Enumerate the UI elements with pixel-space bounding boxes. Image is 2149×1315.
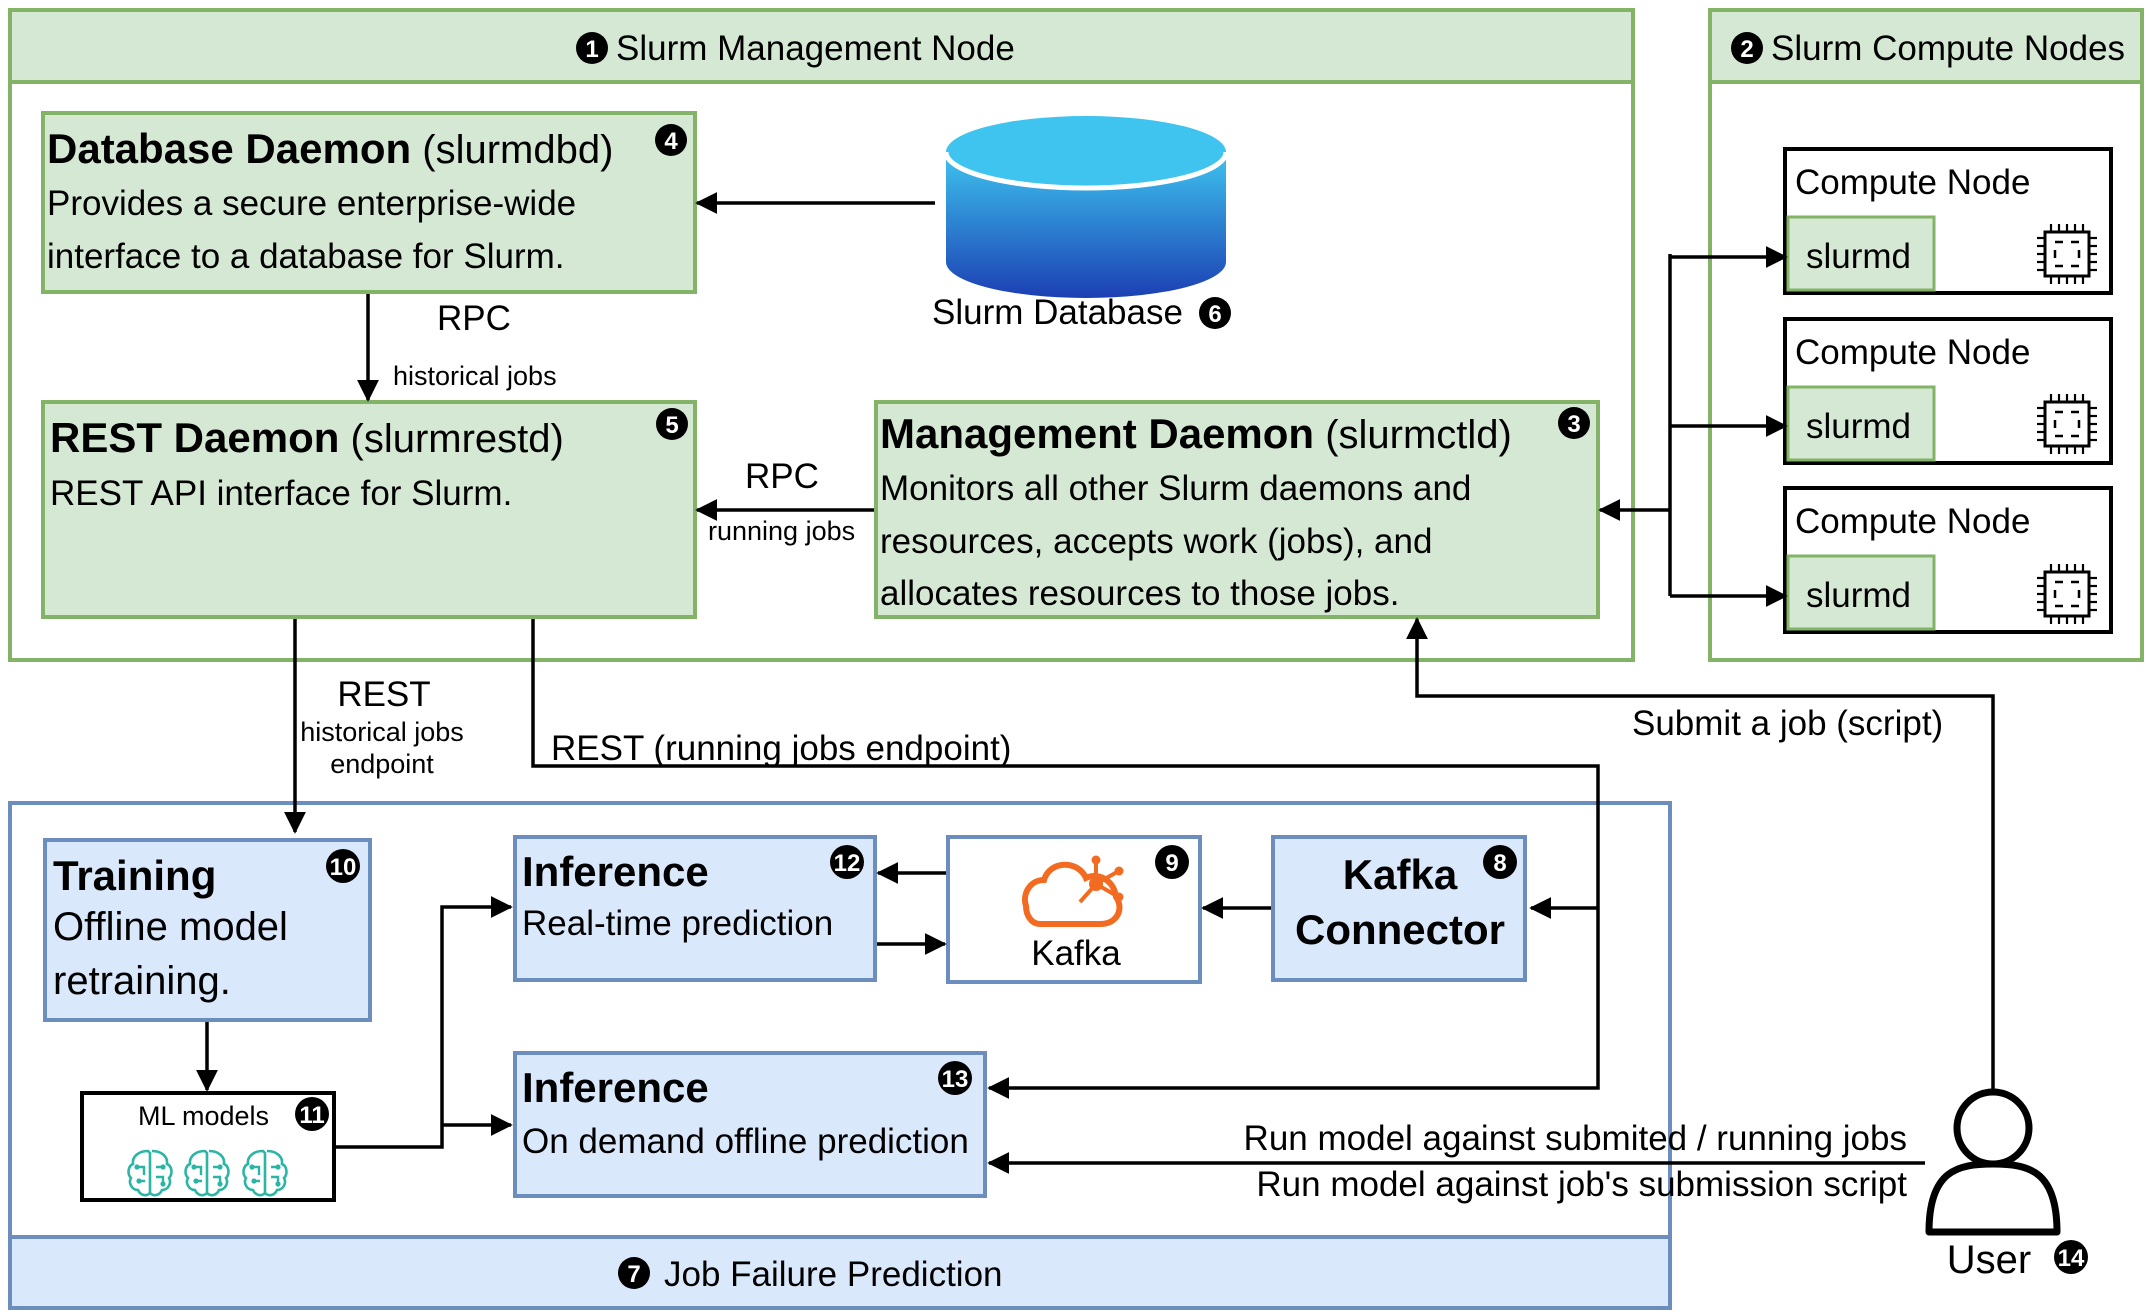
- management-daemon-desc-1: Monitors all other Slurm daemons and: [880, 469, 1471, 508]
- edge-label-historical-endpoint-2: endpoint: [330, 749, 434, 779]
- edge-label-rpc-running: RPC: [745, 457, 819, 496]
- numbered-badge: 5: [656, 408, 688, 440]
- svg-text:Management Daemon (slurmctld): Management Daemon (slurmctld): [880, 410, 1512, 457]
- svg-text:13: 13: [942, 1066, 969, 1093]
- numbered-badge: 3: [1558, 407, 1590, 439]
- ml-models-box: ML models 11: [80, 1091, 336, 1202]
- svg-text:9: 9: [1165, 850, 1178, 877]
- svg-text:10: 10: [330, 854, 357, 881]
- kafka-connector-title-2: Connector: [1295, 906, 1505, 953]
- numbered-badge: 8: [1483, 845, 1517, 879]
- numbered-badge: 10: [326, 849, 360, 883]
- edge-models-to-inference: [336, 896, 513, 1149]
- edge-label-run-model-1: Run model against submited / running job…: [1244, 1119, 1907, 1158]
- edge-label-rpc-historical: RPC: [437, 299, 511, 338]
- slurm-database: Slurm Database 6: [932, 116, 1231, 332]
- svg-text:4: 4: [664, 128, 678, 155]
- user-label: User: [1947, 1238, 2031, 1282]
- database-daemon-desc-2: interface to a database for Slurm.: [47, 237, 565, 276]
- rest-daemon-box: REST Daemon (slurmrestd) 5 REST API inte…: [41, 400, 697, 619]
- kafka-box: Kafka 9: [946, 835, 1202, 984]
- user-icon: [1925, 1088, 2061, 1236]
- kafka-label: Kafka: [1031, 934, 1121, 973]
- rest-daemon-desc: REST API interface for Slurm.: [50, 474, 512, 513]
- kafka-cloud-icon: [1022, 855, 1124, 927]
- slurm-database-label: Slurm Database: [932, 293, 1183, 332]
- svg-text:5: 5: [665, 412, 678, 439]
- edge-compute-to-ctld: [1598, 246, 1788, 607]
- inference-realtime-title: Inference: [522, 848, 709, 895]
- database-daemon-box: Database Daemon (slurmdbd) 4 Provides a …: [41, 111, 697, 294]
- svg-text:REST Daemon (slurmrestd): REST Daemon (slurmrestd): [50, 414, 564, 461]
- compute-node: Compute Node slurmd: [1783, 317, 2113, 465]
- training-box: Training 10 Offline model retraining.: [43, 838, 372, 1022]
- job-failure-title: Job Failure Prediction: [664, 1255, 1003, 1294]
- compute-node-label: Compute Node: [1795, 333, 2030, 372]
- svg-text:7: 7: [627, 1261, 640, 1288]
- compute-node-label: Compute Node: [1795, 163, 2030, 202]
- database-daemon-title: Database Daemon: [47, 125, 411, 172]
- management-daemon-desc-3: allocates resources to those jobs.: [880, 574, 1399, 613]
- numbered-badge: 13: [938, 1061, 972, 1095]
- edge-restd-running-endpoint: [531, 619, 1600, 1099]
- compute-node: Compute Node slurmd: [1783, 486, 2113, 634]
- user: User 14: [1925, 1088, 2088, 1282]
- edge-label-historical-endpoint-1: historical jobs: [300, 717, 464, 747]
- kafka-connector-box: Kafka Connector 8: [1271, 835, 1527, 982]
- svg-text:1: 1: [585, 36, 598, 63]
- management-daemon-box: Management Daemon (slurmctld) 3 Monitors…: [874, 400, 1600, 619]
- training-title: Training: [53, 852, 216, 899]
- edge-label-rest: REST: [337, 675, 430, 714]
- svg-text:11: 11: [299, 1102, 324, 1129]
- management-daemon-title: Management Daemon: [880, 410, 1314, 457]
- svg-text:Database Daemon (slurmdbd): Database Daemon (slurmdbd): [47, 125, 613, 172]
- kafka-connector-title-1: Kafka: [1343, 851, 1458, 898]
- svg-text:2: 2: [1740, 36, 1753, 63]
- compute-node: Compute Node slurmd: [1783, 147, 2113, 295]
- svg-text:8: 8: [1493, 850, 1506, 877]
- inference-realtime-box: Inference 12 Real-time prediction: [513, 835, 877, 982]
- edge-user-submit: [1406, 617, 1995, 1093]
- database-daemon-desc-1: Provides a secure enterprise-wide: [47, 184, 576, 223]
- compute-node-label: Compute Node: [1795, 502, 2030, 541]
- svg-text:14: 14: [2058, 1245, 2085, 1272]
- training-desc-2: retraining.: [53, 959, 231, 1003]
- numbered-badge: 1: [576, 32, 608, 64]
- edge-label-rest-running: REST (running jobs endpoint): [551, 729, 1011, 768]
- svg-text:3: 3: [1567, 411, 1580, 438]
- edge-label-running-jobs: running jobs: [708, 516, 855, 546]
- svg-text:6: 6: [1208, 301, 1221, 328]
- numbered-badge: 2: [1731, 32, 1763, 64]
- numbered-badge: 14: [2054, 1240, 2088, 1274]
- slurmd-label: slurmd: [1806, 237, 1911, 276]
- database-icon: [943, 116, 1229, 298]
- numbered-badge: 12: [830, 845, 864, 879]
- inference-ondemand-box: Inference 13 On demand offline predictio…: [513, 1051, 987, 1198]
- rest-daemon-title: REST Daemon: [50, 414, 339, 461]
- edge-label-historical-jobs: historical jobs: [393, 361, 557, 391]
- ml-models-label: ML models: [138, 1101, 269, 1131]
- management-node-title: Slurm Management Node: [616, 29, 1015, 68]
- numbered-badge: 9: [1155, 845, 1189, 879]
- slurmd-label: slurmd: [1806, 576, 1911, 615]
- compute-nodes-title: Slurm Compute Nodes: [1771, 29, 2125, 68]
- management-daemon-desc-2: resources, accepts work (jobs), and: [880, 522, 1432, 561]
- training-desc-1: Offline model: [53, 905, 288, 949]
- svg-text:12: 12: [834, 850, 861, 877]
- slurmd-label: slurmd: [1806, 407, 1911, 446]
- edge-label-submit: Submit a job (script): [1632, 704, 1943, 743]
- numbered-badge: 11: [295, 1097, 329, 1131]
- inference-ondemand-title: Inference: [522, 1064, 709, 1111]
- edge-label-run-model-2: Run model against job's submission scrip…: [1256, 1165, 1907, 1204]
- numbered-badge: 7: [618, 1257, 650, 1289]
- inference-realtime-desc: Real-time prediction: [522, 904, 833, 943]
- numbered-badge: 4: [655, 124, 687, 156]
- inference-ondemand-desc: On demand offline prediction: [522, 1122, 969, 1161]
- numbered-badge: 6: [1199, 297, 1231, 329]
